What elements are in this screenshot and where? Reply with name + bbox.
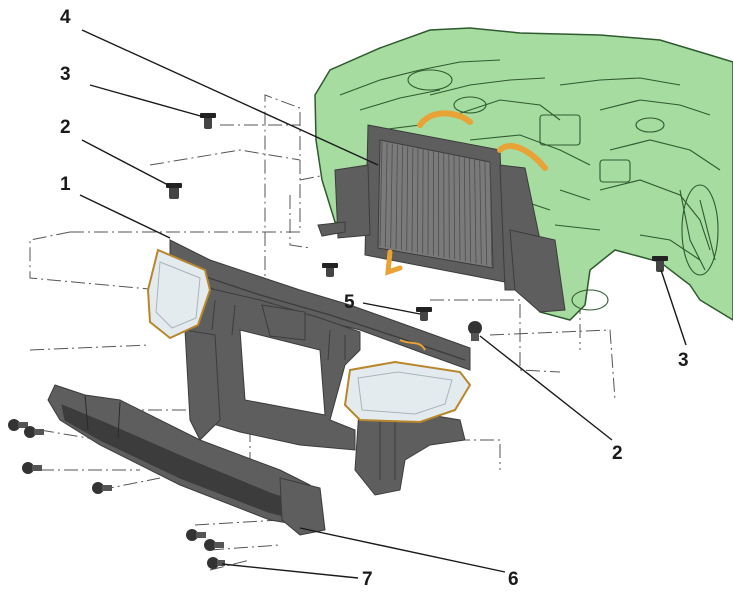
radiator-fin (474, 159, 477, 264)
callout-3-right: 3 (678, 350, 689, 371)
nut-7 (207, 557, 225, 569)
callout-1: 1 (60, 174, 71, 195)
radiator-fin (384, 142, 388, 247)
callout-4: 4 (60, 7, 71, 28)
radiator-fin (453, 155, 456, 260)
radiator-fin (390, 143, 393, 248)
radiator-fin (458, 156, 461, 261)
bolt-left-4 (92, 482, 112, 494)
radiator-fin (416, 148, 419, 253)
radiator-fin (400, 145, 403, 250)
lock-carrier-1 (169, 239, 471, 496)
radiator-fin (479, 160, 482, 265)
radiator-fin (406, 146, 409, 251)
bolt-left-1 (8, 419, 28, 431)
radiator-4 (317, 110, 566, 313)
clip-2-upper (166, 183, 182, 199)
clip-2-right (468, 321, 482, 341)
radiator-fin (484, 161, 488, 266)
bolt-5-lower (416, 307, 432, 321)
bolt-left-3 (22, 462, 42, 474)
bolt-lower-2 (204, 539, 224, 551)
callout-2-upper: 2 (60, 117, 71, 138)
radiator-fin (379, 141, 383, 247)
radiator-fin (395, 144, 398, 249)
callout-7: 7 (362, 569, 373, 590)
callout-5: 5 (344, 292, 355, 313)
radiator-fin (411, 147, 414, 252)
callout-2-right: 2 (612, 443, 623, 464)
fasteners (8, 113, 668, 569)
bolt-lower-1 (186, 529, 206, 541)
callouts: 4 3 2 1 3 5 2 6 7 (60, 7, 689, 590)
bolt-3-right (652, 256, 668, 272)
callout-3-upper: 3 (60, 64, 71, 85)
radiator-fin (463, 157, 466, 262)
bolt-3-upper (200, 113, 216, 129)
bumper-reinforcement-6 (47, 384, 326, 536)
bolt-5-upper (322, 263, 338, 277)
leader-lines (79, 29, 687, 579)
radiator-fin (489, 161, 493, 267)
radiator-fin (469, 158, 472, 263)
callout-6: 6 (508, 569, 519, 590)
headlamps (146, 248, 472, 424)
bolt-left-2 (24, 426, 44, 438)
